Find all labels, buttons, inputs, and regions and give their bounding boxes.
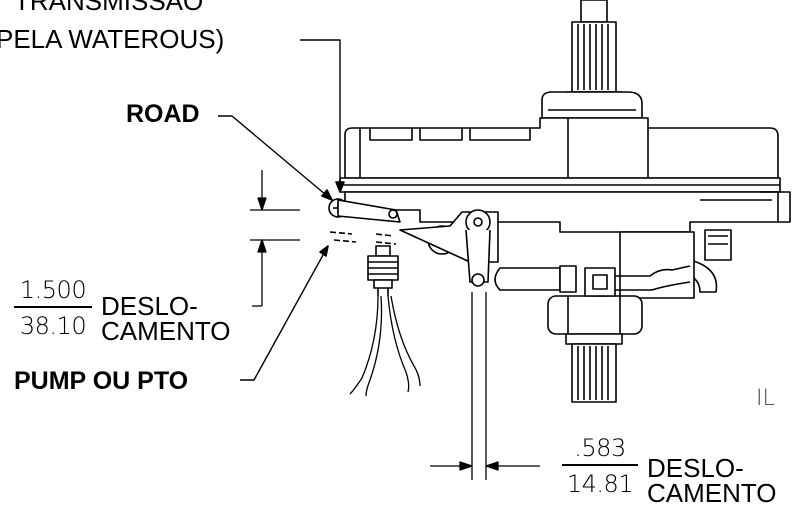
top-leader xyxy=(300,39,341,192)
callout-top-line1: TRANSMISSÃO xyxy=(14,0,204,16)
shift-lever xyxy=(328,198,499,287)
callout-top-line2: PELA WATEROUS) xyxy=(0,24,225,54)
dimension-bottom-fraction-bar xyxy=(562,464,638,466)
pump-leader xyxy=(240,245,329,381)
position-switch xyxy=(367,245,399,296)
dimension-bottom-imperial: .583 xyxy=(574,434,626,462)
dimension-left-imperial: 1.500 xyxy=(19,276,87,304)
dimension-bottom-lines xyxy=(430,292,540,480)
dimension-left-metric: 38.10 xyxy=(19,312,87,340)
dimension-left-value: 1.500 38.10 xyxy=(14,278,92,338)
air-shift-cylinder xyxy=(494,265,691,297)
side-fitting xyxy=(679,229,732,293)
upper-shaft xyxy=(565,0,623,101)
dimension-left-label-line2: CAMENTO xyxy=(101,316,231,346)
dimension-bottom-metric: 14.81 xyxy=(566,470,634,498)
switch-wires xyxy=(349,295,421,397)
callout-pump: PUMP OU PTO xyxy=(14,367,189,395)
dimension-bottom-label-line1: DESLO- xyxy=(647,453,744,483)
dimension-left-lines xyxy=(250,170,300,307)
road-leader xyxy=(218,115,333,201)
part-code: IL xyxy=(756,386,775,411)
dimension-bottom-value: .583 14.81 xyxy=(562,436,638,496)
lower-shaft xyxy=(565,333,623,403)
lower-body xyxy=(547,231,695,335)
dimension-left-label-line1: DESLO- xyxy=(101,291,198,321)
dimension-left-fraction-bar xyxy=(14,306,92,308)
upper-cover xyxy=(541,91,643,119)
callout-road: ROAD xyxy=(126,100,200,128)
dimension-bottom-label-line2: CAMENTO xyxy=(647,478,777,508)
gear-housing xyxy=(339,117,791,233)
